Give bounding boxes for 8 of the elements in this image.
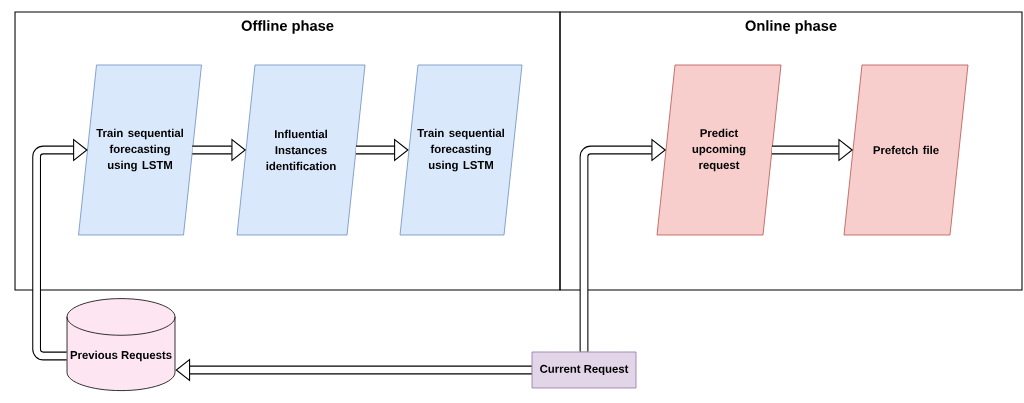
parallelogram-box: Train sequential forecasting using LSTM <box>78 64 202 236</box>
parallelogram-box: Influential Instances identification <box>236 64 366 236</box>
parallelogram-box: Predict upcoming request <box>656 64 782 236</box>
database-cylinder: Previous Requests <box>66 298 176 391</box>
process-box: Current Request <box>531 351 637 389</box>
block-arrow <box>32 138 88 361</box>
parallelogram-box: Train sequential forecasting using LSTM <box>399 64 523 236</box>
parallelogram-box: Prefetch file <box>843 64 969 236</box>
